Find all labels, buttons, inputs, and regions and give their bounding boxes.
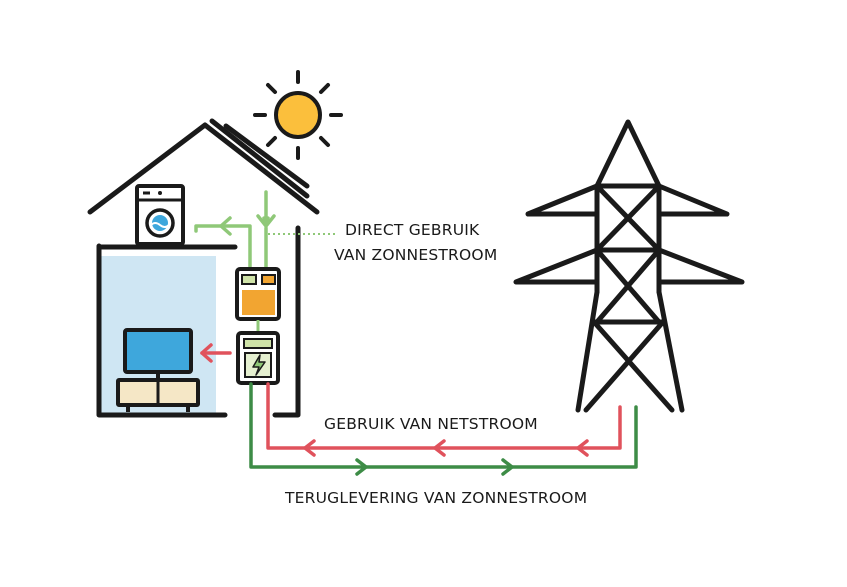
energy-meter-icon xyxy=(236,331,280,385)
pylon-icon xyxy=(513,119,745,413)
sun-icon xyxy=(253,70,343,160)
tv-cabinet-icon xyxy=(116,378,200,412)
grid-usage-flow xyxy=(266,382,622,457)
feed-in-label: TERUGLEVERING VAN ZONNESTROOM xyxy=(285,489,588,507)
tv-icon xyxy=(123,328,193,380)
feed-in-flow xyxy=(249,382,638,476)
inverter-icon xyxy=(235,267,281,321)
meter-to-tv-arrow xyxy=(200,343,232,363)
house-icon xyxy=(87,118,320,418)
direct-use-label-line1: DIRECT GEBRUIK xyxy=(345,221,480,239)
washing-machine-icon xyxy=(135,184,185,246)
grid-usage-label: GEBRUIK VAN NETSTROOM xyxy=(324,415,538,433)
direct-use-label-line2: VAN ZONNESTROOM xyxy=(334,246,498,264)
direct-use-flow xyxy=(194,190,276,270)
